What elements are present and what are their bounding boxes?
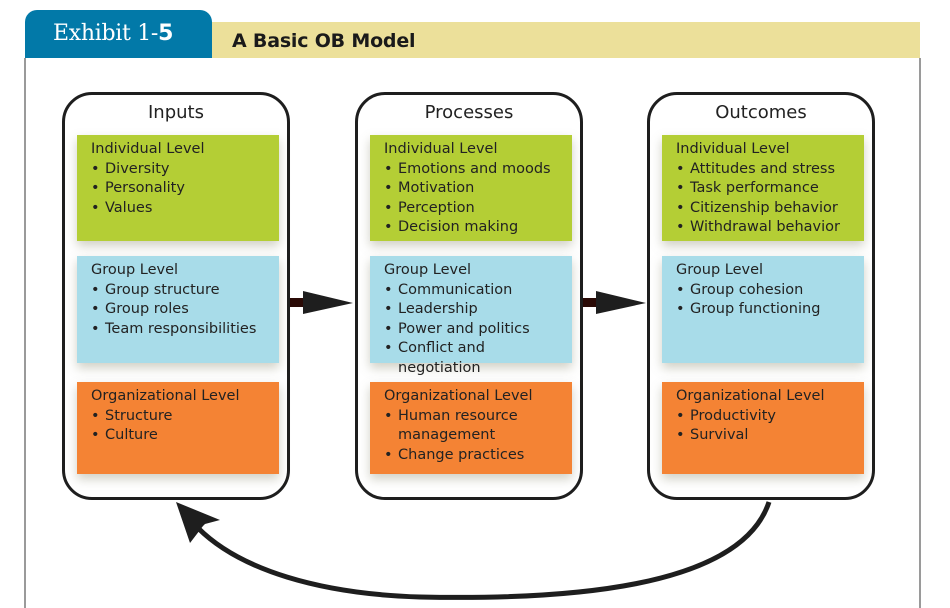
level-title: Individual Level <box>384 141 498 157</box>
column-inputs: Inputs Individual Level Diversity Person… <box>62 92 290 500</box>
level-title: Organizational Level <box>676 388 825 404</box>
exhibit-title: A Basic OB Model <box>212 22 920 58</box>
group-level-box: Group Level Communication Leadership Pow… <box>370 256 572 376</box>
list-item: Power and politics <box>384 320 572 340</box>
list-item: Group structure <box>91 281 279 301</box>
list-item: Culture <box>91 426 279 446</box>
list-item: Group roles <box>91 300 279 320</box>
list-item: Perception <box>384 199 572 219</box>
list-item: Change practices <box>384 446 572 466</box>
frame-right-border <box>919 58 921 608</box>
list-item: Communication <box>384 281 572 301</box>
list-item: Attitudes and stress <box>676 160 864 180</box>
list-item: Values <box>91 199 279 219</box>
level-title: Organizational Level <box>91 388 240 404</box>
arrow-shaft <box>290 298 304 307</box>
arrow-inputs-to-processes <box>290 291 353 314</box>
list-item: Diversity <box>91 160 279 180</box>
exhibit-label: Exhibit 1- <box>53 21 159 46</box>
list-item: Decision making <box>384 218 572 238</box>
list-item: Citizenship behavior <box>676 199 864 219</box>
column-processes: Processes Individual Level Emotions and … <box>355 92 583 500</box>
level-title: Individual Level <box>676 141 790 157</box>
group-level-box: Group Level Group structure Group roles … <box>77 256 279 363</box>
list-item: Motivation <box>384 179 572 199</box>
individual-level-box: Individual Level Attitudes and stress Ta… <box>662 135 864 241</box>
column-title: Outcomes <box>715 102 807 123</box>
arrow-shaft <box>583 298 597 307</box>
list-item: Conflict and negotiation <box>384 339 572 378</box>
arrow-processes-to-outcomes <box>583 291 646 314</box>
list-item: Human resource management <box>384 407 518 446</box>
column-outcomes: Outcomes Individual Level Attitudes and … <box>647 92 875 500</box>
list-item: Task performance <box>676 179 864 199</box>
list-item: Structure <box>91 407 279 427</box>
feedback-arrow-curve <box>196 501 772 600</box>
list-item: Group cohesion <box>676 281 864 301</box>
list-item: Group functioning <box>676 300 864 320</box>
level-title: Group Level <box>676 262 764 278</box>
level-title: Organizational Level <box>384 388 533 404</box>
individual-level-box: Individual Level Diversity Personality V… <box>77 135 279 241</box>
individual-level-box: Individual Level Emotions and moods Moti… <box>370 135 572 241</box>
list-item: Productivity <box>676 407 864 427</box>
organizational-level-box: Organizational Level Structure Culture <box>77 382 279 474</box>
list-item: Personality <box>91 179 279 199</box>
organizational-level-box: Organizational Level Productivity Surviv… <box>662 382 864 474</box>
exhibit-number: 5 <box>158 21 174 46</box>
level-title: Individual Level <box>91 141 205 157</box>
list-item: Withdrawal behavior <box>676 218 864 238</box>
arrow-head-icon <box>596 291 646 314</box>
arrow-head-icon <box>303 291 353 314</box>
list-item: Survival <box>676 426 864 446</box>
group-level-box: Group Level Group cohesion Group functio… <box>662 256 864 363</box>
frame-left-border <box>24 58 26 608</box>
feedback-arrow-head-icon <box>176 502 220 543</box>
column-title: Inputs <box>148 102 204 123</box>
list-item: Team responsibilities <box>91 320 279 340</box>
level-title: Group Level <box>91 262 179 278</box>
level-title: Group Level <box>384 262 472 278</box>
list-item: Leadership <box>384 300 572 320</box>
column-title: Processes <box>424 102 514 123</box>
list-item: Emotions and moods <box>384 160 572 180</box>
organizational-level-box: Organizational Level Human resource mana… <box>370 382 572 474</box>
feedback-arrow-outcomes-to-inputs <box>176 501 772 600</box>
exhibit-tab: Exhibit 1-5 <box>25 10 212 58</box>
